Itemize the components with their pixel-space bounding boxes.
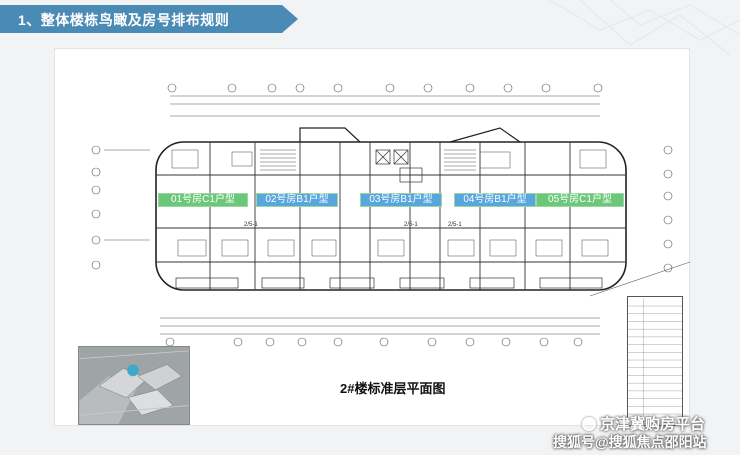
unit-band-03 <box>360 193 442 207</box>
unit-band-01 <box>158 193 248 207</box>
wechat-icon <box>582 417 596 431</box>
unit-label-01: 01号房C1户型 <box>171 194 235 205</box>
decorative-lines <box>549 0 740 56</box>
page-title: 1、整体楼栋鸟瞰及房号排布规则 <box>18 12 230 28</box>
watermark-platform: 京津冀购房平台 <box>582 413 705 434</box>
header-ribbon: 1、整体楼栋鸟瞰及房号排布规则 <box>0 5 298 33</box>
watermark-source: 搜狐号@搜狐焦点邵阳站 <box>553 434 707 450</box>
unit-band-02 <box>256 193 338 207</box>
unit-label-02: 02号房B1户型 <box>265 194 329 205</box>
stair-note: 2/5-1 <box>448 222 462 228</box>
stair-note: 2/5-1 <box>404 222 418 228</box>
unit-band-05 <box>536 193 624 207</box>
unit-label-03: 03号房B1户型 <box>369 194 433 205</box>
elevation-table <box>627 296 683 426</box>
aerial-view-image <box>78 346 190 425</box>
stair-note: 2/5-1 <box>244 222 258 228</box>
unit-label-04: 04号房B1户型 <box>463 194 527 205</box>
plan-title: 2#楼标准层平面图 <box>340 381 446 396</box>
unit-band-04 <box>454 193 536 207</box>
unit-label-05: 05号房C1户型 <box>548 194 612 205</box>
